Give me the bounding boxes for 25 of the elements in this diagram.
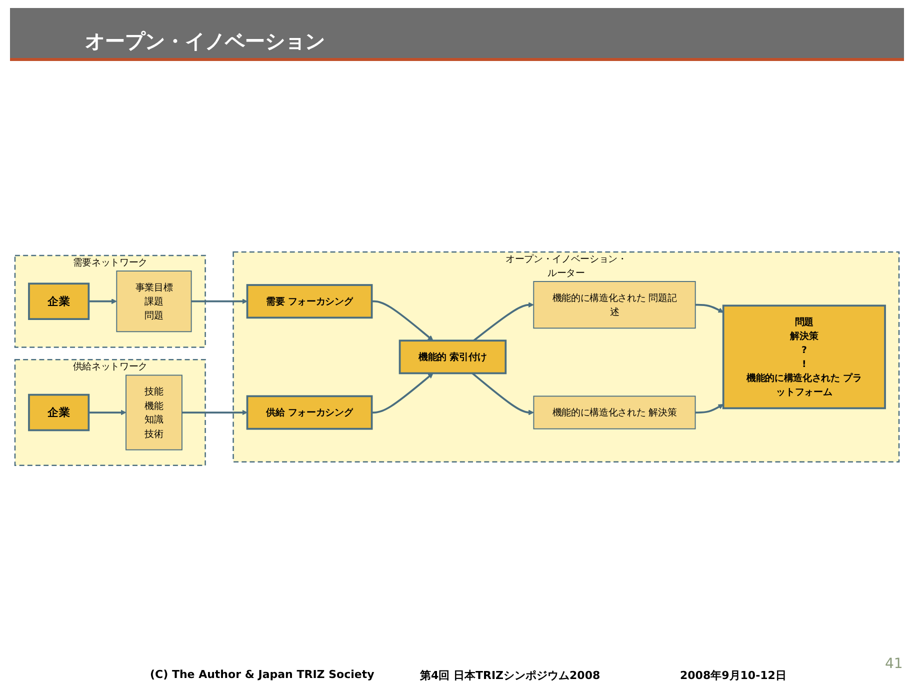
node-box: 企業 (28, 283, 90, 320)
arrow (191, 298, 248, 304)
arrow (372, 300, 434, 342)
node-box: 問題 解決策 ? ! 機能的に構造化された プラットフォーム (722, 305, 886, 410)
arrow (695, 304, 724, 314)
slide-title: オープン・イノベーション (85, 28, 325, 55)
node-box: 供給 フォーカシング (246, 396, 373, 430)
node-box: 機能的 索引付け (398, 340, 507, 374)
node-box: 機能的に構造化された 問題記述 (533, 281, 696, 329)
arrow (88, 298, 117, 304)
footer-text: 2008年9月10-12日 (680, 668, 786, 683)
arrow (372, 373, 434, 414)
node-box: 機能的に構造化された 解決策 (533, 396, 696, 430)
arrow (695, 404, 724, 414)
arrow (472, 372, 534, 416)
node-box: 事業目標 課題 問題 (116, 270, 192, 332)
footer-text: (C) The Author & Japan TRIZ Society (150, 668, 374, 681)
arrow (88, 410, 126, 416)
arrow (182, 410, 248, 416)
node-box: 需要 フォーカシング (246, 284, 373, 319)
page-number: 41 (885, 656, 903, 672)
arrow (473, 302, 534, 342)
node-box: 技能 機能 知識 技術 (126, 375, 182, 451)
node-box: 企業 (28, 394, 90, 432)
footer-text: 第4回 日本TRIZシンポジウム2008 (420, 668, 600, 683)
